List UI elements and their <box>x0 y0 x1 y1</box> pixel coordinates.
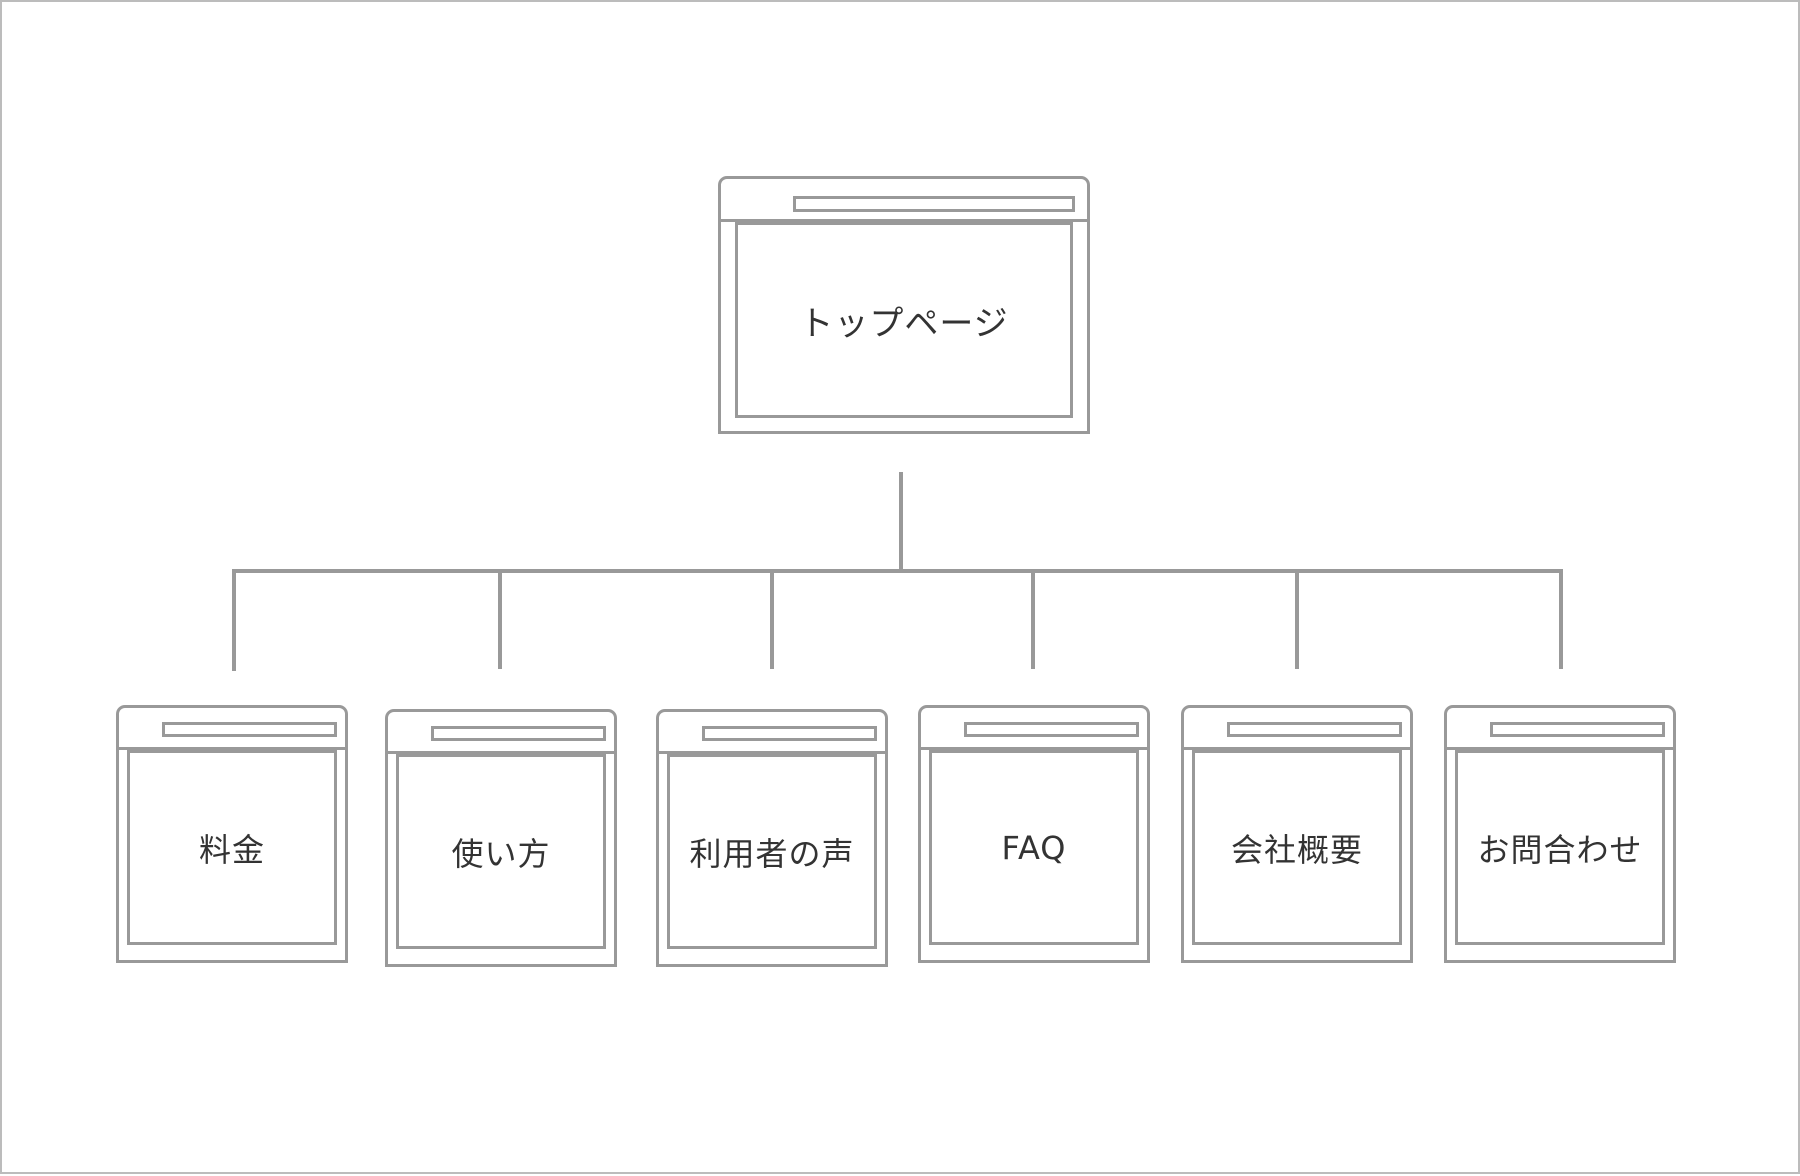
address-bar <box>1227 722 1402 737</box>
address-bar <box>1490 722 1665 737</box>
page-node-company: 会社概要 <box>1181 705 1413 963</box>
window-divider <box>659 751 885 754</box>
page-label-usage: 使い方 <box>451 834 551 873</box>
page-node-usage: 使い方 <box>385 709 617 967</box>
address-bar <box>431 726 606 741</box>
address-bar <box>162 722 337 737</box>
page-node-top: トップページ <box>718 176 1090 434</box>
page-node-faq: FAQ <box>918 705 1150 963</box>
page-label-top: トップページ <box>799 303 1009 344</box>
page-label-contact: お問合わせ <box>1477 830 1643 869</box>
page-screen: 利用者の声 <box>667 754 877 949</box>
address-bar <box>702 726 877 741</box>
page-screen: お問合わせ <box>1455 750 1665 945</box>
address-bar <box>793 196 1075 212</box>
page-screen: 会社概要 <box>1192 750 1402 945</box>
page-label-company: 会社概要 <box>1230 830 1363 869</box>
window-divider <box>1184 747 1410 750</box>
window-divider <box>119 747 345 750</box>
page-label-fees: 料金 <box>198 830 265 869</box>
page-node-fees: 料金 <box>116 705 348 963</box>
page-screen: 使い方 <box>396 754 606 949</box>
page-screen: トップページ <box>735 222 1073 418</box>
address-bar <box>964 722 1139 737</box>
window-divider <box>721 219 1087 222</box>
page-label-voices: 利用者の声 <box>689 834 855 873</box>
page-screen: 料金 <box>127 750 337 945</box>
page-node-contact: お問合わせ <box>1444 705 1676 963</box>
page-label-faq: FAQ <box>1001 828 1067 867</box>
window-divider <box>921 747 1147 750</box>
page-screen: FAQ <box>929 750 1139 945</box>
page-node-voices: 利用者の声 <box>656 709 888 967</box>
window-divider <box>388 751 614 754</box>
window-divider <box>1447 747 1673 750</box>
